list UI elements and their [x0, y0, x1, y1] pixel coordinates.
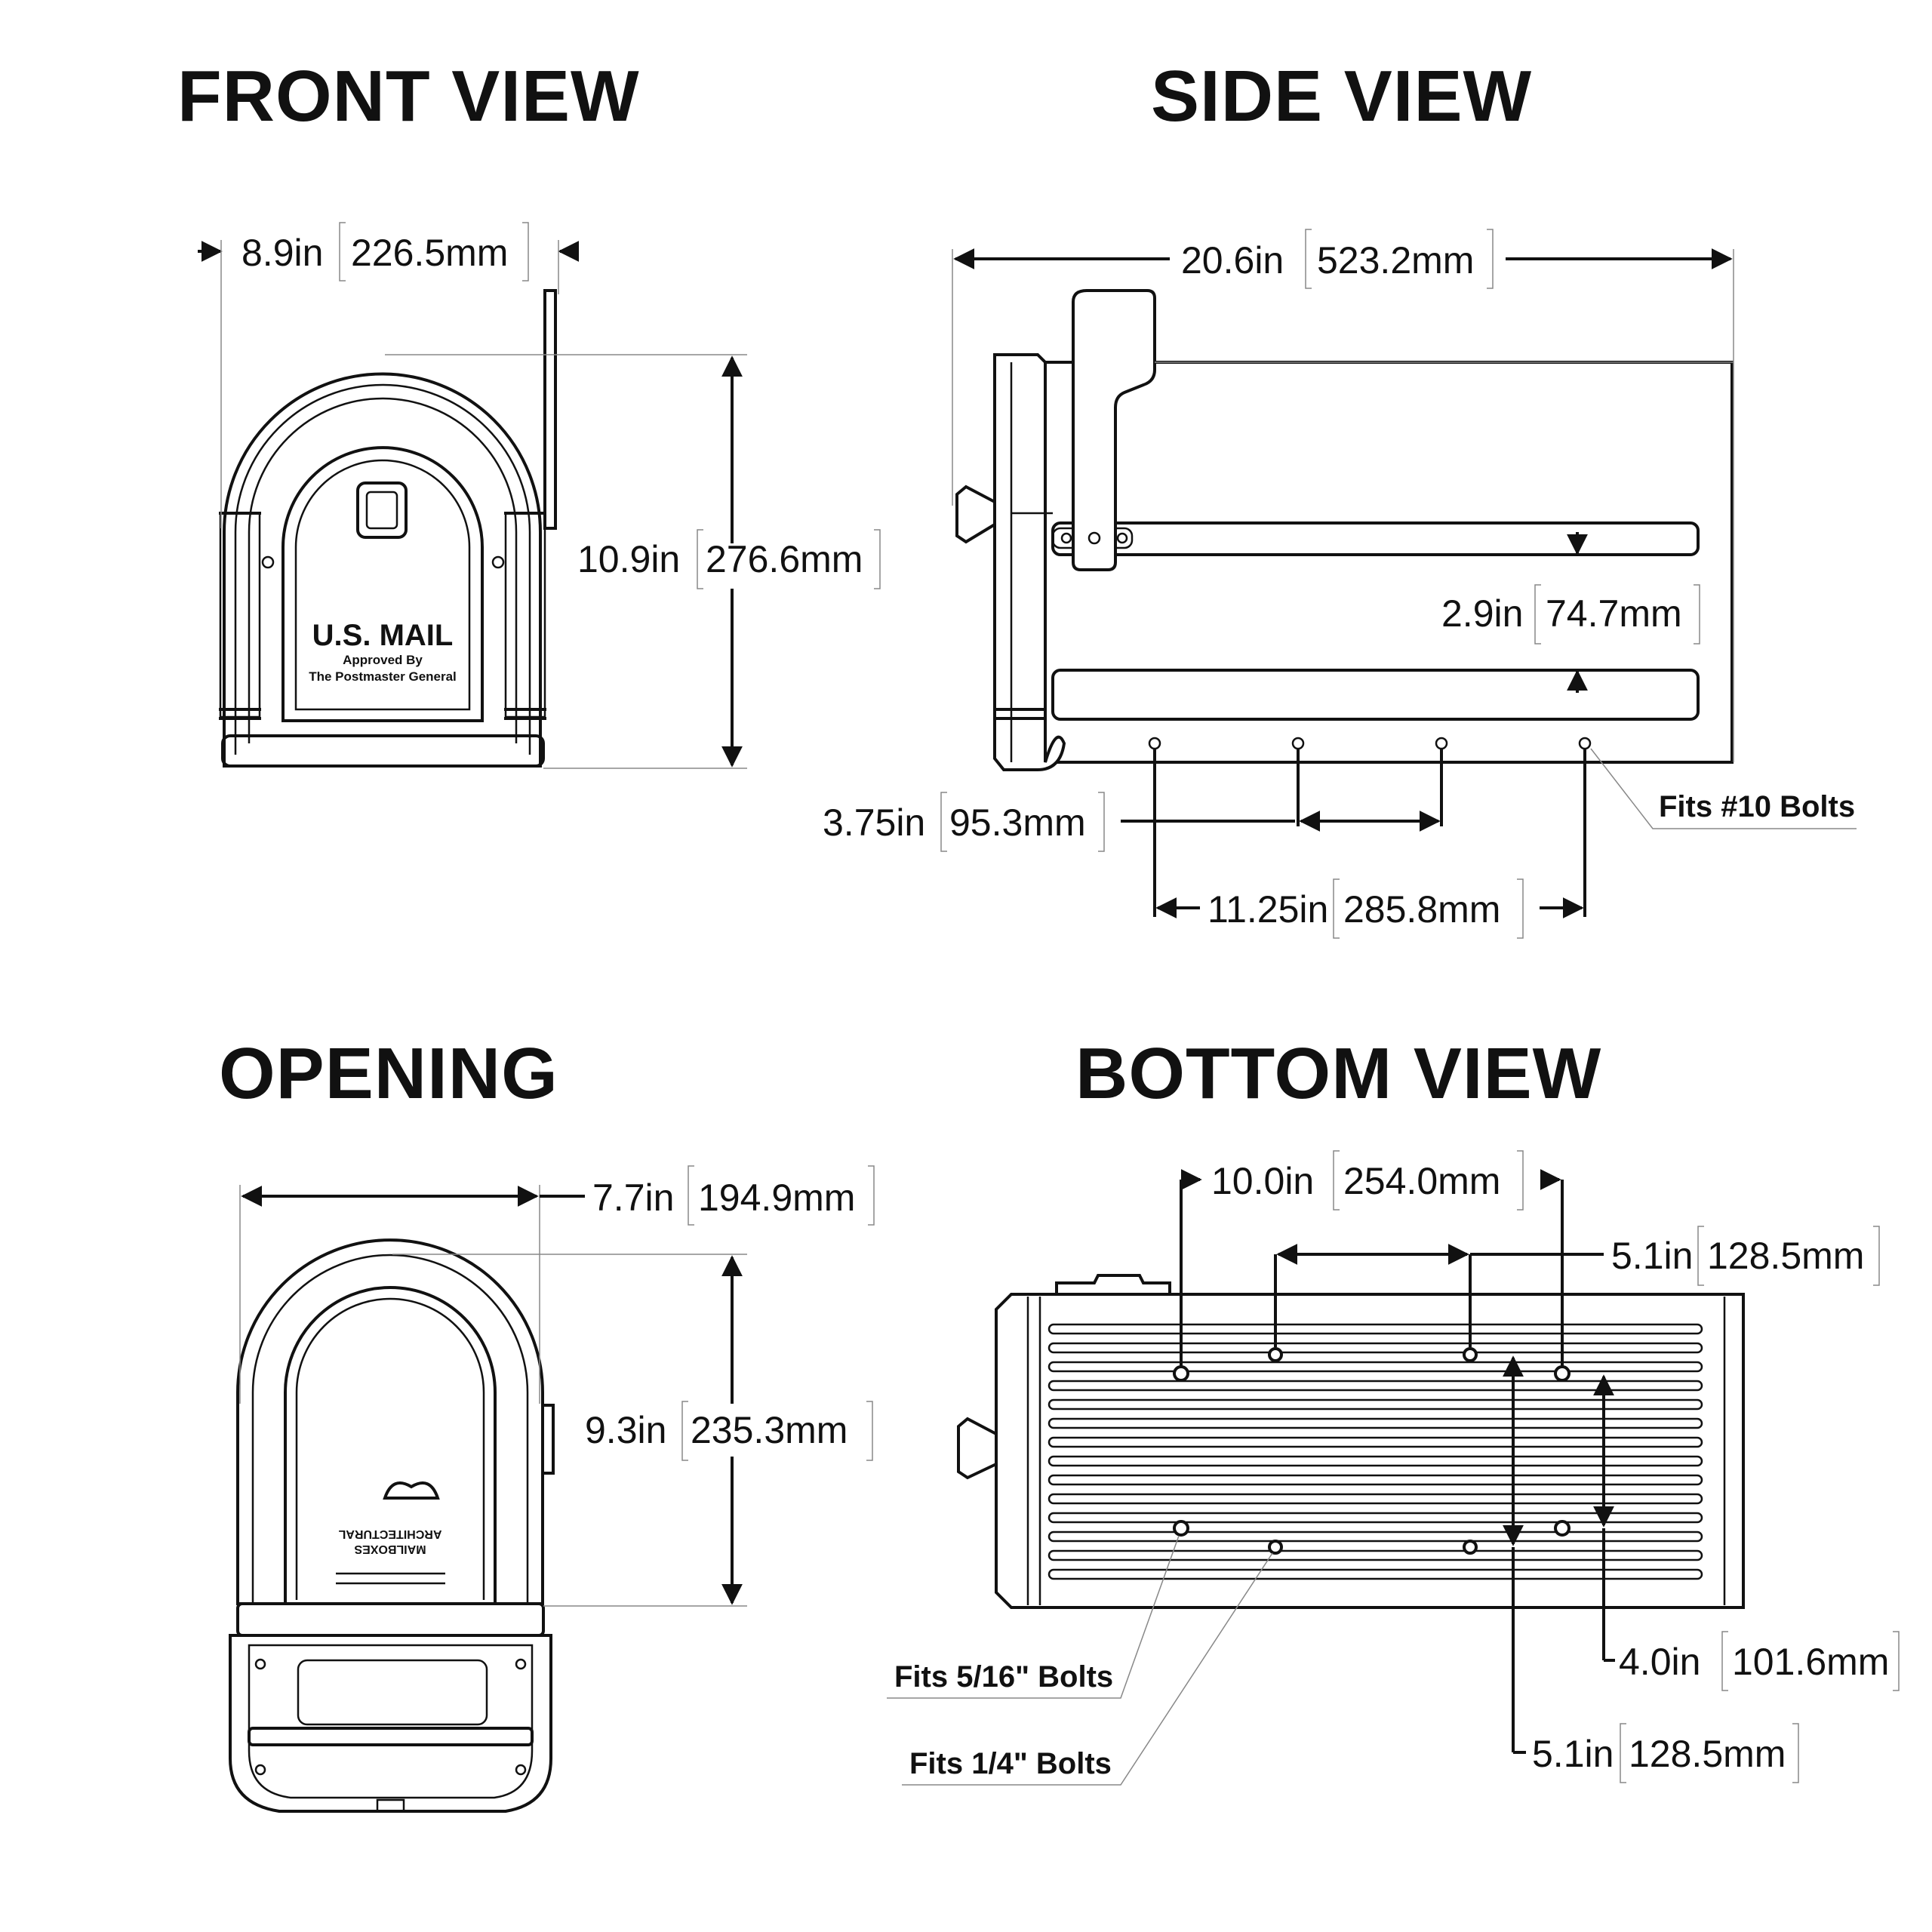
side-bolt-dimensions: 3.75in 95.3mm 11.25in 285.8mm Fits #10 B…: [823, 748, 1857, 939]
opening-aperture: [284, 1286, 497, 1604]
front-view-title: FRONT VIEW: [177, 56, 640, 137]
opening-plate-line1: ARCHITECTURAL: [338, 1527, 441, 1540]
front-height-in: 10.9in: [577, 538, 680, 580]
side-bolt-long-mm: 285.8mm: [1343, 888, 1500, 931]
side-rail-gap-mm: 74.7mm: [1546, 592, 1682, 635]
side-length-mm: 523.2mm: [1317, 239, 1474, 281]
front-door-label: U.S. MAIL: [312, 619, 454, 652]
side-length-in: 20.6in: [1181, 239, 1284, 281]
side-bolt-short-in: 3.75in: [823, 801, 925, 844]
side-rail-gap-dimension: 2.9in 74.7mm: [1441, 532, 1700, 693]
front-door: [281, 446, 484, 722]
front-door-sub1: Approved By: [343, 653, 423, 667]
opening-height-mm: 235.3mm: [691, 1409, 848, 1451]
bottom-vert-in: 5.1in: [1532, 1733, 1614, 1775]
bottom-dimensions: 10.0in 254.0mm 5.1in 128.5mm 4.0in 101.6…: [887, 1150, 1900, 1786]
bottom-span-mm: 254.0mm: [1343, 1160, 1500, 1202]
bottom-inner-mm: 128.5mm: [1707, 1235, 1864, 1277]
front-door-sub2: The Postmaster General: [309, 669, 457, 684]
bottom-span-in: 10.0in: [1211, 1160, 1314, 1202]
front-height-dimension: 10.9in 276.6mm: [385, 354, 881, 769]
opening-width-in: 7.7in: [592, 1177, 674, 1219]
opening-height-dimension: 9.3in 235.3mm: [392, 1254, 873, 1607]
opening-door: [229, 1634, 552, 1813]
opening-width-dimension: 7.7in 194.9mm: [239, 1165, 875, 1404]
side-body: [1010, 361, 1734, 764]
bottom-note-14: Fits 1/4" Bolts: [909, 1747, 1112, 1780]
opening-height-in: 9.3in: [585, 1409, 666, 1451]
front-width-dimension: 8.9in 226.5mm: [198, 222, 580, 528]
side-length-dimension: 20.6in 523.2mm: [952, 229, 1734, 762]
bottom-vert-mm: 128.5mm: [1629, 1733, 1786, 1775]
front-body-outline: [223, 372, 542, 768]
side-bolt-short-mm: 95.3mm: [949, 801, 1086, 844]
bottom-note-516: Fits 5/16" Bolts: [894, 1660, 1113, 1694]
opening-drawing: ARCHITECTURAL MAILBOXES: [229, 1238, 555, 1813]
side-bolt-note: Fits #10 Bolts: [1659, 790, 1855, 823]
front-width-mm: 226.5mm: [351, 232, 508, 274]
bottom-inner-in: 5.1in: [1611, 1235, 1693, 1277]
front-view-drawing: U.S. MAIL Approved By The Postmaster Gen…: [219, 289, 557, 768]
bottom-ribs: [1048, 1323, 1703, 1580]
front-height-mm: 276.6mm: [706, 538, 863, 580]
side-rail-gap-in: 2.9in: [1441, 592, 1523, 635]
opening-body: [236, 1238, 544, 1605]
side-view-title: SIDE VIEW: [1151, 56, 1532, 137]
bottom-right-mm: 101.6mm: [1732, 1641, 1889, 1683]
opening-plate-line2: MAILBOXES: [354, 1543, 426, 1555]
side-bolt-long-in: 11.25in: [1208, 888, 1328, 931]
opening-title: OPENING: [219, 1033, 558, 1114]
front-latch: [356, 481, 408, 539]
front-width-in: 8.9in: [242, 232, 323, 274]
side-flag: [1072, 289, 1156, 571]
bottom-view-drawing: [957, 1274, 1745, 1609]
side-lower-rail: [1051, 669, 1700, 721]
opening-width-mm: 194.9mm: [698, 1177, 855, 1219]
bottom-right-in: 4.0in: [1619, 1641, 1700, 1683]
bottom-view-title: BOTTOM VIEW: [1075, 1033, 1601, 1114]
side-view-drawing: [955, 289, 1734, 771]
front-flag: [543, 289, 557, 530]
